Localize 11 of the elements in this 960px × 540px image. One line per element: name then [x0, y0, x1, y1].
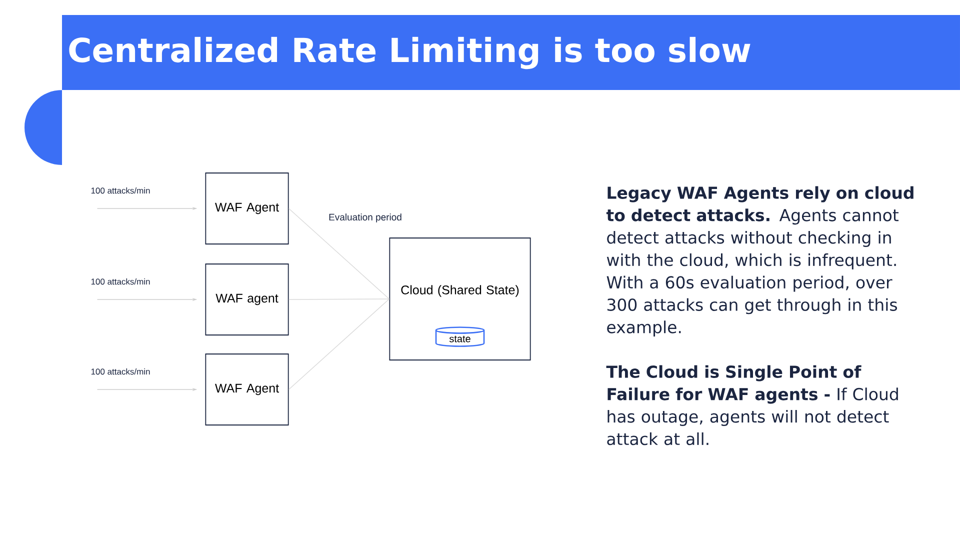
annotation: Evaluation period — [329, 214, 402, 222]
title: Centralized Rate Limiting is too slow — [69, 36, 750, 70]
edge-label: 100 attacks/min — [91, 368, 150, 375]
paragraph: The Cloud is Single Point of Failure for WAF agents - If Cloud has outage, agents will not detect attack at all. — [606, 365, 898, 446]
process-box: WAF agent — [205, 264, 289, 336]
process-box: WAF Agent — [205, 172, 289, 244]
edge-label: 100 attacks/min — [91, 187, 150, 194]
process-box: WAF Agent — [205, 354, 289, 426]
database-cylinder: state — [435, 326, 485, 347]
edge-label: 100 attacks/min — [91, 278, 150, 285]
paragraph: Legacy WAF Agents rely on cloud to detect attacks. Agents cannot detect attacks without checking in with the cloud, which is infrequent. With a 60s evaluation period, over 300 attacks can get through in this example. — [606, 186, 914, 337]
